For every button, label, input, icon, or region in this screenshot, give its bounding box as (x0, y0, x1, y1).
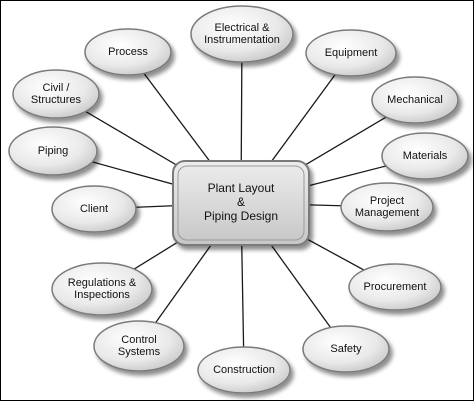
center-box-inner-border (177, 165, 305, 241)
node-ellipse-mechanical (371, 76, 459, 124)
node-procurement: Procurement (348, 263, 442, 311)
node-client: Client (51, 185, 137, 233)
node-label-civil: Civil / (43, 82, 71, 94)
node-label-control-systems: Systems (118, 346, 161, 358)
node-ellipse-control-systems (93, 320, 185, 372)
center-box (172, 160, 310, 246)
node-electrical: Electrical &Instrumentation (190, 5, 294, 63)
node-label-construction: Construction (213, 364, 275, 376)
node-ellipse-construction (197, 346, 291, 394)
node-safety: Safety (302, 325, 390, 373)
node-label-civil: Structures (31, 94, 82, 106)
node-ellipse-regulations (51, 262, 153, 316)
node-ellipse-safety (302, 325, 390, 373)
node-label-control-systems: Control (121, 334, 156, 346)
node-label-project-management: Management (355, 207, 419, 219)
node-ellipse-project-management (340, 182, 434, 232)
center-label-line: Piping Design (204, 209, 278, 223)
center-label-line: & (237, 195, 245, 209)
node-label-electrical: Instrumentation (204, 34, 280, 46)
node-regulations: Regulations &Inspections (51, 262, 153, 316)
node-ellipse-procurement (348, 263, 442, 311)
node-ellipse-materials (381, 132, 469, 180)
node-label-piping: Piping (38, 145, 69, 157)
node-label-project-management: Project (370, 195, 404, 207)
node-ellipse-equipment (305, 29, 397, 77)
node-ellipse-electrical (190, 5, 294, 63)
center-node: Plant Layout&Piping Design (172, 160, 310, 246)
node-piping: Piping (8, 126, 98, 176)
node-label-regulations: Regulations & (68, 277, 137, 289)
node-process: Process (84, 28, 172, 76)
node-ellipse-process (84, 28, 172, 76)
node-ellipse-piping (8, 126, 98, 176)
node-mechanical: Mechanical (371, 76, 459, 124)
node-label-electrical: Electrical & (214, 22, 270, 34)
node-label-client: Client (80, 203, 108, 215)
node-label-procurement: Procurement (364, 281, 427, 293)
node-ellipse-civil (12, 69, 100, 119)
node-construction: Construction (197, 346, 291, 394)
node-label-mechanical: Mechanical (387, 94, 443, 106)
node-label-safety: Safety (330, 343, 362, 355)
node-label-process: Process (108, 46, 148, 58)
node-materials: Materials (381, 132, 469, 180)
node-ellipse-client (51, 185, 137, 233)
node-equipment: Equipment (305, 29, 397, 77)
node-label-materials: Materials (403, 150, 448, 162)
center-label-line: Plant Layout (208, 181, 275, 195)
node-civil: Civil /Structures (12, 69, 100, 119)
node-label-equipment: Equipment (325, 47, 378, 59)
node-label-regulations: Inspections (74, 289, 130, 301)
